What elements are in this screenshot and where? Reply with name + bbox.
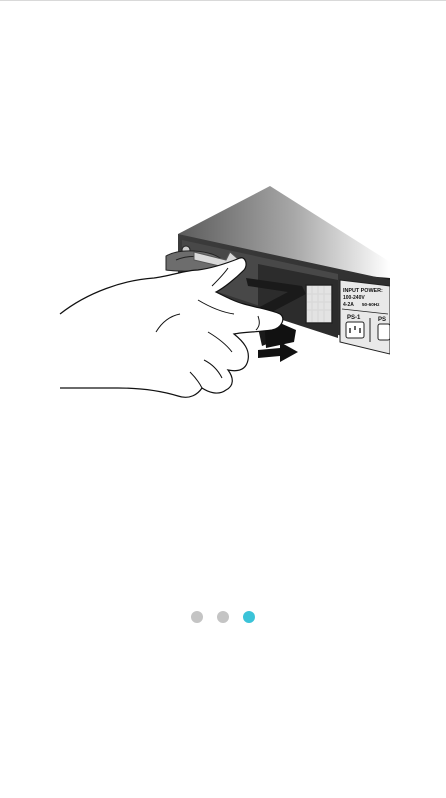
power-supply-insertion-illustration: INPUT POWER: 100-240V 4-2A 50-60Hz PS-1 … [58, 182, 390, 414]
page-indicator [0, 608, 446, 626]
panel-label-line2: 100-240V [343, 295, 365, 301]
ps-label-1: PS-1 [347, 315, 361, 321]
panel-label-line1: INPUT POWER: [343, 288, 383, 294]
ps-label-2: PS [378, 317, 386, 323]
panel-label-line3: 4-2A [343, 302, 354, 308]
panel-label-line4: 50-60Hz [362, 302, 380, 307]
page-dot-2[interactable] [217, 611, 229, 623]
top-divider [0, 0, 446, 1]
page-dot-3-active[interactable] [243, 611, 255, 623]
page-dot-1[interactable] [191, 611, 203, 623]
